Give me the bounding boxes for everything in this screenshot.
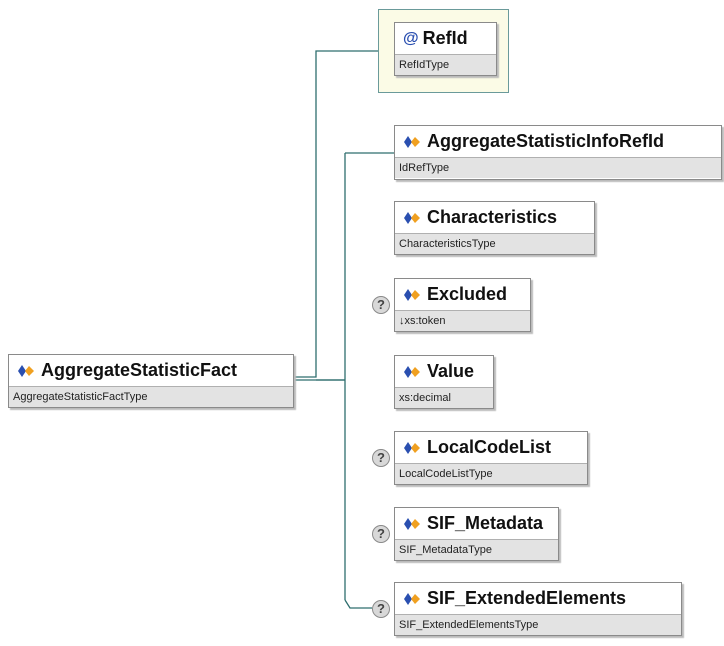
element-diamond-icon	[404, 288, 420, 301]
child-element-box[interactable]: LocalCodeList LocalCodeListType	[394, 431, 588, 485]
child-element-name: Value	[427, 361, 475, 381]
element-diamond-icon	[404, 211, 420, 224]
connector-root-to-attribute	[293, 50, 394, 378]
root-element-name: AggregateStatisticFact	[41, 360, 238, 380]
connector-to-sif-extendedelements	[344, 599, 372, 609]
child-element-name: SIF_Metadata	[427, 513, 544, 533]
child-element-type: ↓xs:token	[395, 310, 530, 331]
element-diamond-icon	[404, 365, 420, 378]
child-element-name: LocalCodeList	[427, 437, 552, 457]
child-element-box[interactable]: Value xs:decimal	[394, 355, 494, 409]
child-element-box[interactable]: SIF_Metadata SIF_MetadataType	[394, 507, 559, 561]
root-element-box[interactable]: AggregateStatisticFact AggregateStatisti…	[8, 354, 294, 408]
attribute-refid-type: RefIdType	[395, 54, 496, 75]
element-diamond-icon	[18, 364, 34, 377]
question-icon: ?	[372, 600, 390, 618]
child-element-name: Excluded	[427, 284, 508, 304]
child-element-box[interactable]: Characteristics CharacteristicsType	[394, 201, 595, 255]
child-element-header: SIF_ExtendedElements	[395, 583, 681, 614]
child-element-type: LocalCodeListType	[395, 463, 587, 484]
child-element-box[interactable]: SIF_ExtendedElements SIF_ExtendedElement…	[394, 582, 682, 636]
question-icon: ?	[372, 525, 390, 543]
child-element-type: SIF_ExtendedElementsType	[395, 614, 681, 635]
child-element-header: Excluded	[395, 279, 530, 310]
child-element-name: AggregateStatisticInfoRefId	[427, 131, 665, 151]
question-icon: ?	[372, 296, 390, 314]
child-element-header: AggregateStatisticInfoRefId	[395, 126, 721, 157]
element-diamond-icon	[404, 441, 420, 454]
child-element-header: Characteristics	[395, 202, 594, 233]
child-element-type: xs:decimal	[395, 387, 493, 408]
child-element-type: SIF_MetadataType	[395, 539, 558, 560]
root-element-header: AggregateStatisticFact	[9, 355, 293, 386]
child-element-header: Value	[395, 356, 493, 387]
child-element-header: SIF_Metadata	[395, 508, 558, 539]
attribute-refid-header: @ RefId	[395, 23, 496, 54]
child-element-name: Characteristics	[427, 207, 558, 227]
child-element-header: LocalCodeList	[395, 432, 587, 463]
element-diamond-icon	[404, 517, 420, 530]
root-element-type: AggregateStatisticFactType	[9, 386, 293, 407]
child-element-box[interactable]: Excluded ↓xs:token	[394, 278, 531, 332]
attribute-refid-name: RefId	[422, 28, 468, 48]
child-element-type: CharacteristicsType	[395, 233, 594, 254]
attribute-refid-box[interactable]: @ RefId RefIdType	[394, 22, 497, 76]
child-element-type: IdRefType	[395, 157, 721, 178]
child-element-name: SIF_ExtendedElements	[427, 588, 627, 608]
element-diamond-icon	[404, 592, 420, 605]
child-element-box[interactable]: AggregateStatisticInfoRefId IdRefType	[394, 125, 722, 180]
element-diamond-icon	[404, 135, 420, 148]
question-icon: ?	[372, 449, 390, 467]
at-sign-icon: @	[403, 29, 419, 47]
